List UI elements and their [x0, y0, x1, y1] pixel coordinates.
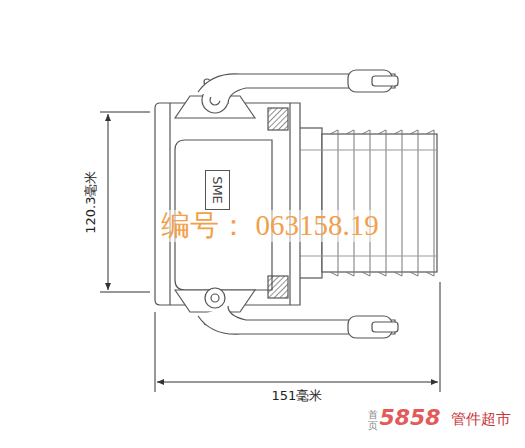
- dimension-lines: [100, 112, 440, 392]
- logo-mark: 5858: [379, 406, 440, 430]
- dimension-label: 120.3毫米: [85, 170, 99, 233]
- nameplate-box: SME: [205, 170, 230, 210]
- coupler-body: [155, 103, 300, 305]
- shank-ribs: [330, 130, 434, 276]
- dimension-label: 151毫米: [270, 389, 325, 403]
- watermark: 编号： 063158.19: [159, 210, 381, 242]
- gasket: [268, 108, 288, 130]
- hose-shank: [322, 134, 437, 272]
- gasket: [268, 276, 288, 298]
- nameplate-text: SME: [210, 176, 225, 204]
- logo-text: 管件超市: [451, 411, 511, 428]
- footer-link: 首页: [368, 409, 378, 431]
